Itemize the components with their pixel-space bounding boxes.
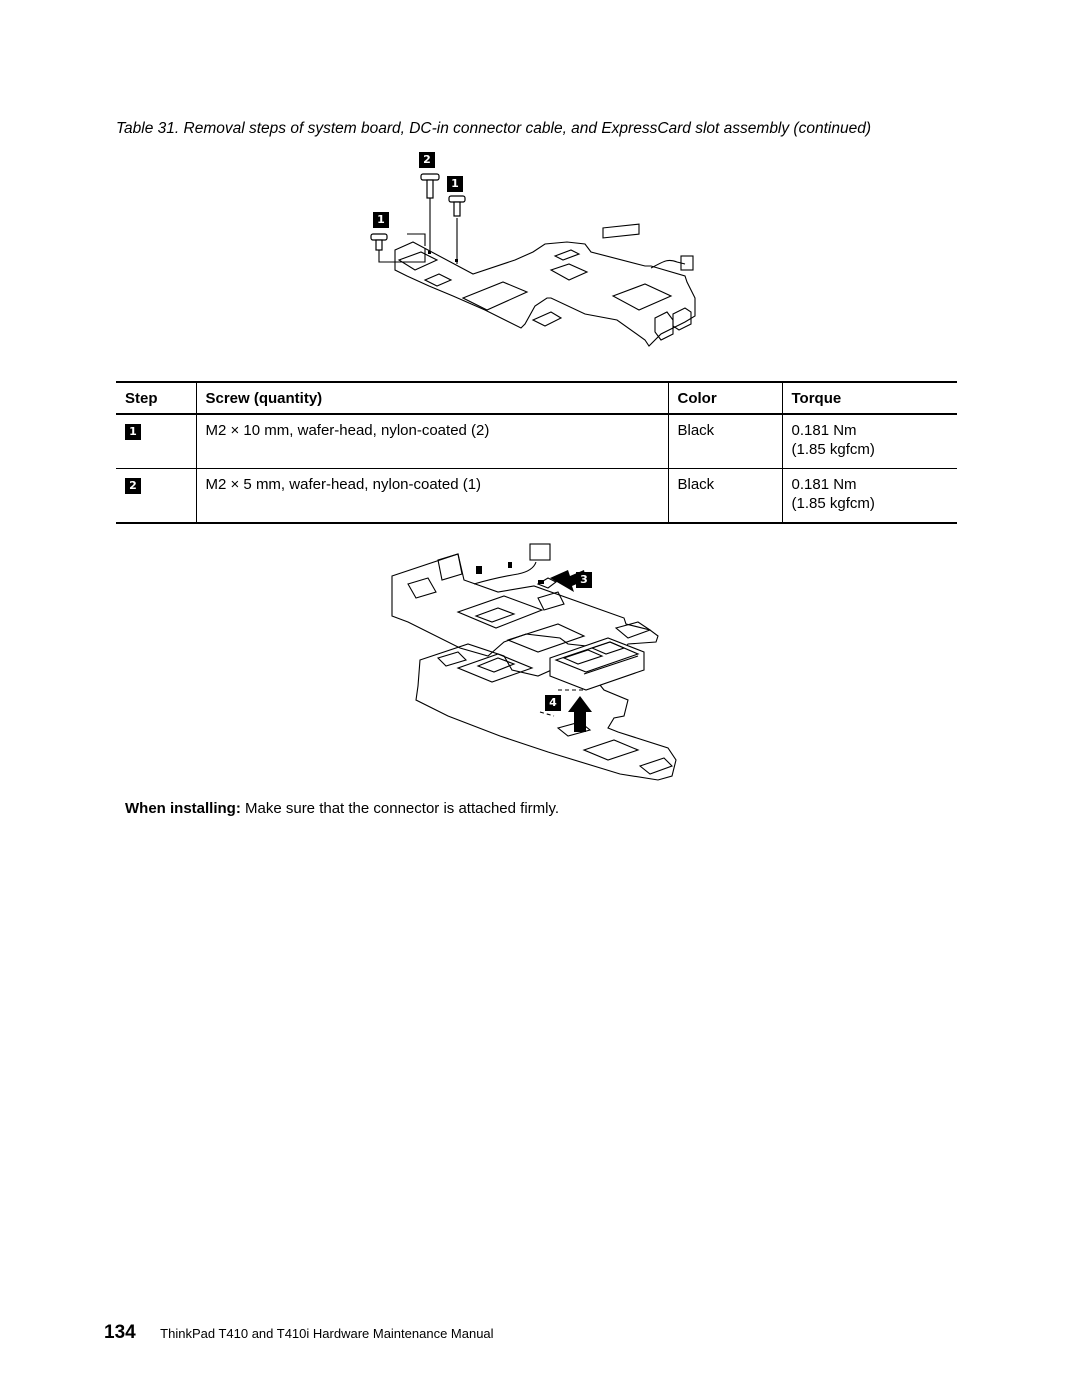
callout-3: 3 (576, 572, 592, 588)
system-board-drawing (370, 173, 696, 347)
installation-note: When installing: Make sure that the conn… (125, 800, 559, 817)
torque-nm: 0.181 Nm (791, 422, 857, 439)
torque-kgfcm: (1.85 kgfcm) (791, 441, 875, 458)
screw-cell: M2 × 10 mm, wafer-head, nylon-coated (2) (195, 414, 668, 469)
manual-title: ThinkPad T410 and T410i Hardware Mainten… (160, 1325, 494, 1341)
expresscard-removal-illustration: 3 4 (388, 540, 688, 790)
note-label: When installing: (125, 800, 241, 817)
step-cell: 2 (116, 468, 196, 524)
callout-1: 1 (373, 212, 389, 228)
callout-2: 2 (419, 152, 435, 168)
header-step: Step (116, 381, 196, 415)
step-badge: 1 (125, 424, 141, 440)
header-screw: Screw (quantity) (195, 381, 668, 415)
table-header-row: Step Screw (quantity) Color Torque (116, 381, 957, 415)
color-cell: Black (667, 468, 782, 524)
table-row: 1 M2 × 10 mm, wafer-head, nylon-coated (… (116, 414, 957, 469)
header-color: Color (667, 381, 782, 415)
torque-nm: 0.181 Nm (791, 476, 857, 493)
system-board-underside-drawing (391, 543, 677, 781)
torque-cell: 0.181 Nm (1.85 kgfcm) (781, 468, 957, 524)
screw-cell: M2 × 5 mm, wafer-head, nylon-coated (1) (195, 468, 668, 524)
note-text: Make sure that the connector is attached… (245, 800, 560, 817)
page-number: 134 (104, 1322, 136, 1343)
header-torque: Torque (781, 381, 957, 415)
screw-spec-table: Step Screw (quantity) Color Torque 1 M2 … (116, 381, 957, 524)
callout-4: 4 (545, 695, 561, 711)
color-cell: Black (667, 414, 782, 469)
step-cell: 1 (116, 414, 196, 469)
system-board-screws-illustration: 2 1 1 (355, 148, 715, 358)
step-badge: 2 (125, 478, 141, 494)
table-caption: Table 31. Removal steps of system board,… (116, 120, 871, 137)
page-footer: 134 ThinkPad T410 and T410i Hardware Mai… (104, 1322, 494, 1344)
table-row: 2 M2 × 5 mm, wafer-head, nylon-coated (1… (116, 468, 957, 524)
torque-kgfcm: (1.85 kgfcm) (791, 495, 875, 512)
torque-cell: 0.181 Nm (1.85 kgfcm) (781, 414, 957, 469)
callout-1: 1 (447, 176, 463, 192)
